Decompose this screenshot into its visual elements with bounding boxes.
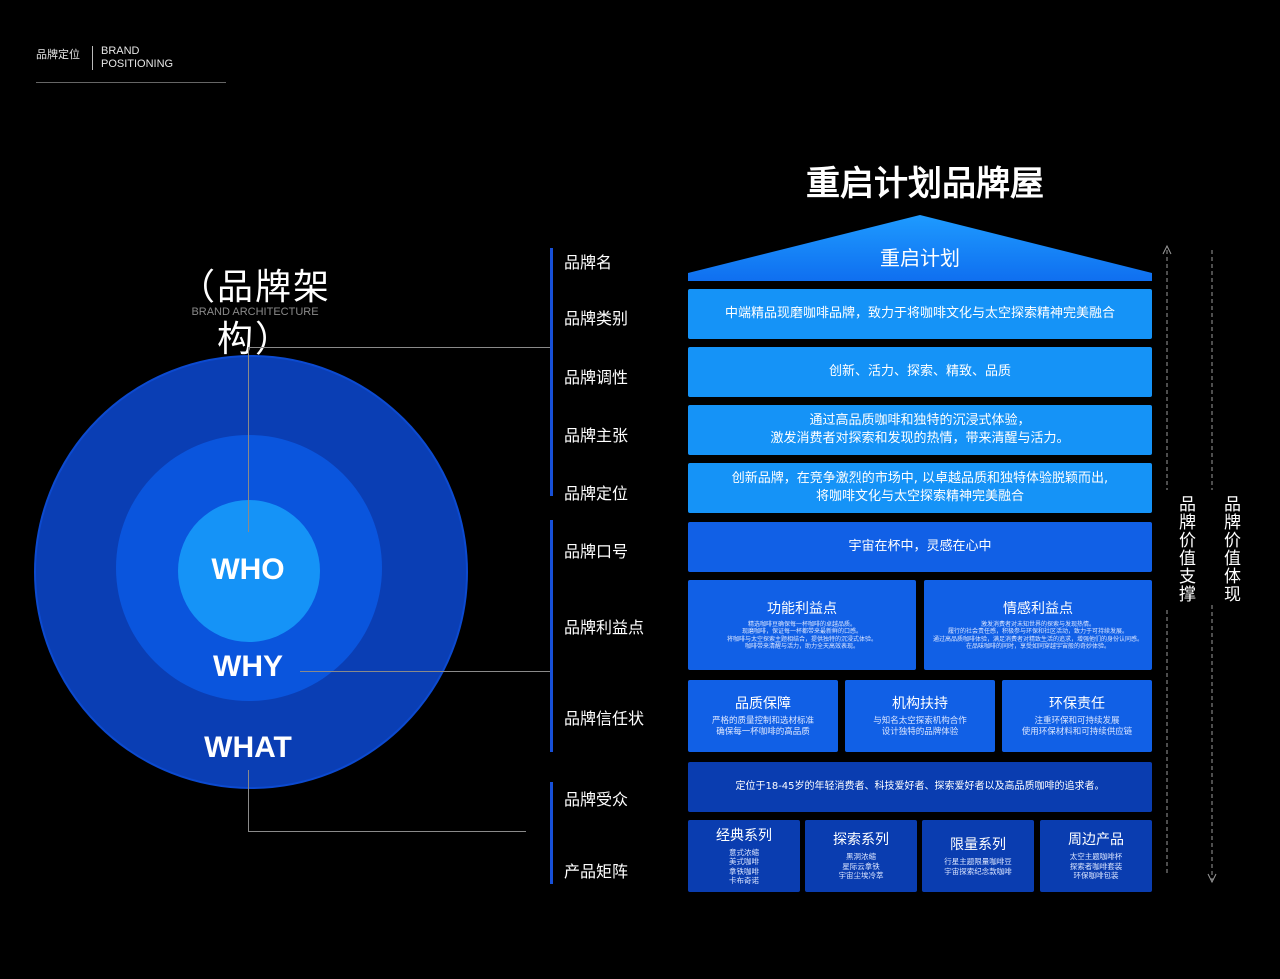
row-label-tone: 品牌调性 <box>564 368 629 387</box>
header-underline <box>36 82 226 83</box>
row-label-audience: 品牌受众 <box>564 790 629 809</box>
row-label-products: 产品矩阵 <box>564 862 629 881</box>
product-card-merch: 周边产品 太空主题咖啡杯 探索者咖啡套装 环保咖啡包装 <box>1040 820 1152 892</box>
trust-card-quality: 品质保障 严格的质量控制和选材标准 确保每一杯咖啡的高品质 <box>688 680 838 752</box>
connector-what-horizontal <box>248 831 526 832</box>
value-embody-label: 品牌价值体现 <box>1220 495 1240 603</box>
audience-box: 定位于18-45岁的年轻消费者、科技爱好者、探索爱好者以及高品质咖啡的追求者。 <box>688 762 1152 812</box>
trust-card-environment: 环保责任 注重环保和可持续发展 使用环保材料和可持续供应链 <box>1002 680 1152 752</box>
section-label: 品牌定位 <box>36 48 80 61</box>
row-label-name: 品牌名 <box>564 253 613 272</box>
section-label-english: BRAND POSITIONING <box>101 45 174 70</box>
row-label-slogan: 品牌口号 <box>564 542 629 561</box>
brand-name: 重启计划 <box>880 246 960 270</box>
tone-box: 创新、活力、探索、精致、品质 <box>688 347 1152 397</box>
row-label-benefits: 品牌利益点 <box>564 618 645 637</box>
row-label-positioning: 品牌定位 <box>564 484 629 503</box>
functional-benefit-card: 功能利益点 精选咖啡豆确保每一杯咖啡的卓越品质。 现磨咖啡，保证每一杯都带来最新… <box>688 580 916 670</box>
row-label-trust: 品牌信任状 <box>564 709 645 728</box>
who-label: WHO <box>211 553 285 586</box>
value-arrows <box>1162 244 1217 884</box>
house-roof <box>688 215 1152 281</box>
group-bar-core <box>550 248 553 496</box>
product-card-limited: 限量系列 行星主题限量咖啡豆 宇宙探索纪念款咖啡 <box>922 820 1034 892</box>
header-divider <box>92 46 93 70</box>
value-support-label: 品牌价值支撑 <box>1175 495 1195 603</box>
why-label: WHY <box>213 650 283 683</box>
trust-card-institution: 机构扶持 与知名太空探索机构合作 设计独特的品牌体验 <box>845 680 995 752</box>
architecture-subtitle: BRAND ARCHITECTURE <box>191 306 319 318</box>
group-bar-market <box>550 782 553 884</box>
group-bar-value <box>550 520 553 752</box>
claim-box: 通过高品质咖啡和独特的沉浸式体验， 激发消费者对探索和发现的热情，带来清醒与活力… <box>688 405 1152 455</box>
what-circle <box>34 355 468 789</box>
connector-who-horizontal <box>248 347 550 348</box>
what-label: WHAT <box>204 731 292 764</box>
who-circle <box>178 500 320 642</box>
connector-why <box>300 671 550 672</box>
product-card-explore: 探索系列 黑洞浓缩 星际云拿铁 宇宙尘埃冷萃 <box>805 820 917 892</box>
architecture-title: （品牌架构） <box>178 267 331 360</box>
row-label-claim: 品牌主张 <box>564 426 629 445</box>
connector-who-vertical <box>248 347 249 532</box>
category-box: 中端精品现磨咖啡品牌，致力于将咖啡文化与太空探索精神完美融合 <box>688 289 1152 339</box>
row-label-category: 品牌类别 <box>564 309 629 328</box>
connector-what-vertical <box>248 770 249 832</box>
emotional-benefit-card: 情感利益点 激发消费者对未知世界的探索与发现热情。 履行的社会责任感，积极参与环… <box>924 580 1152 670</box>
slogan-box: 宇宙在杯中，灵感在心中 <box>688 522 1152 572</box>
positioning-box: 创新品牌，在竞争激烈的市场中, 以卓越品质和独特体验脱颖而出, 将咖啡文化与太空… <box>688 463 1152 513</box>
house-title: 重启计划品牌屋 <box>806 164 1044 204</box>
product-card-classic: 经典系列 意式浓缩 美式咖啡 拿铁咖啡 卡布奇诺 <box>688 820 800 892</box>
